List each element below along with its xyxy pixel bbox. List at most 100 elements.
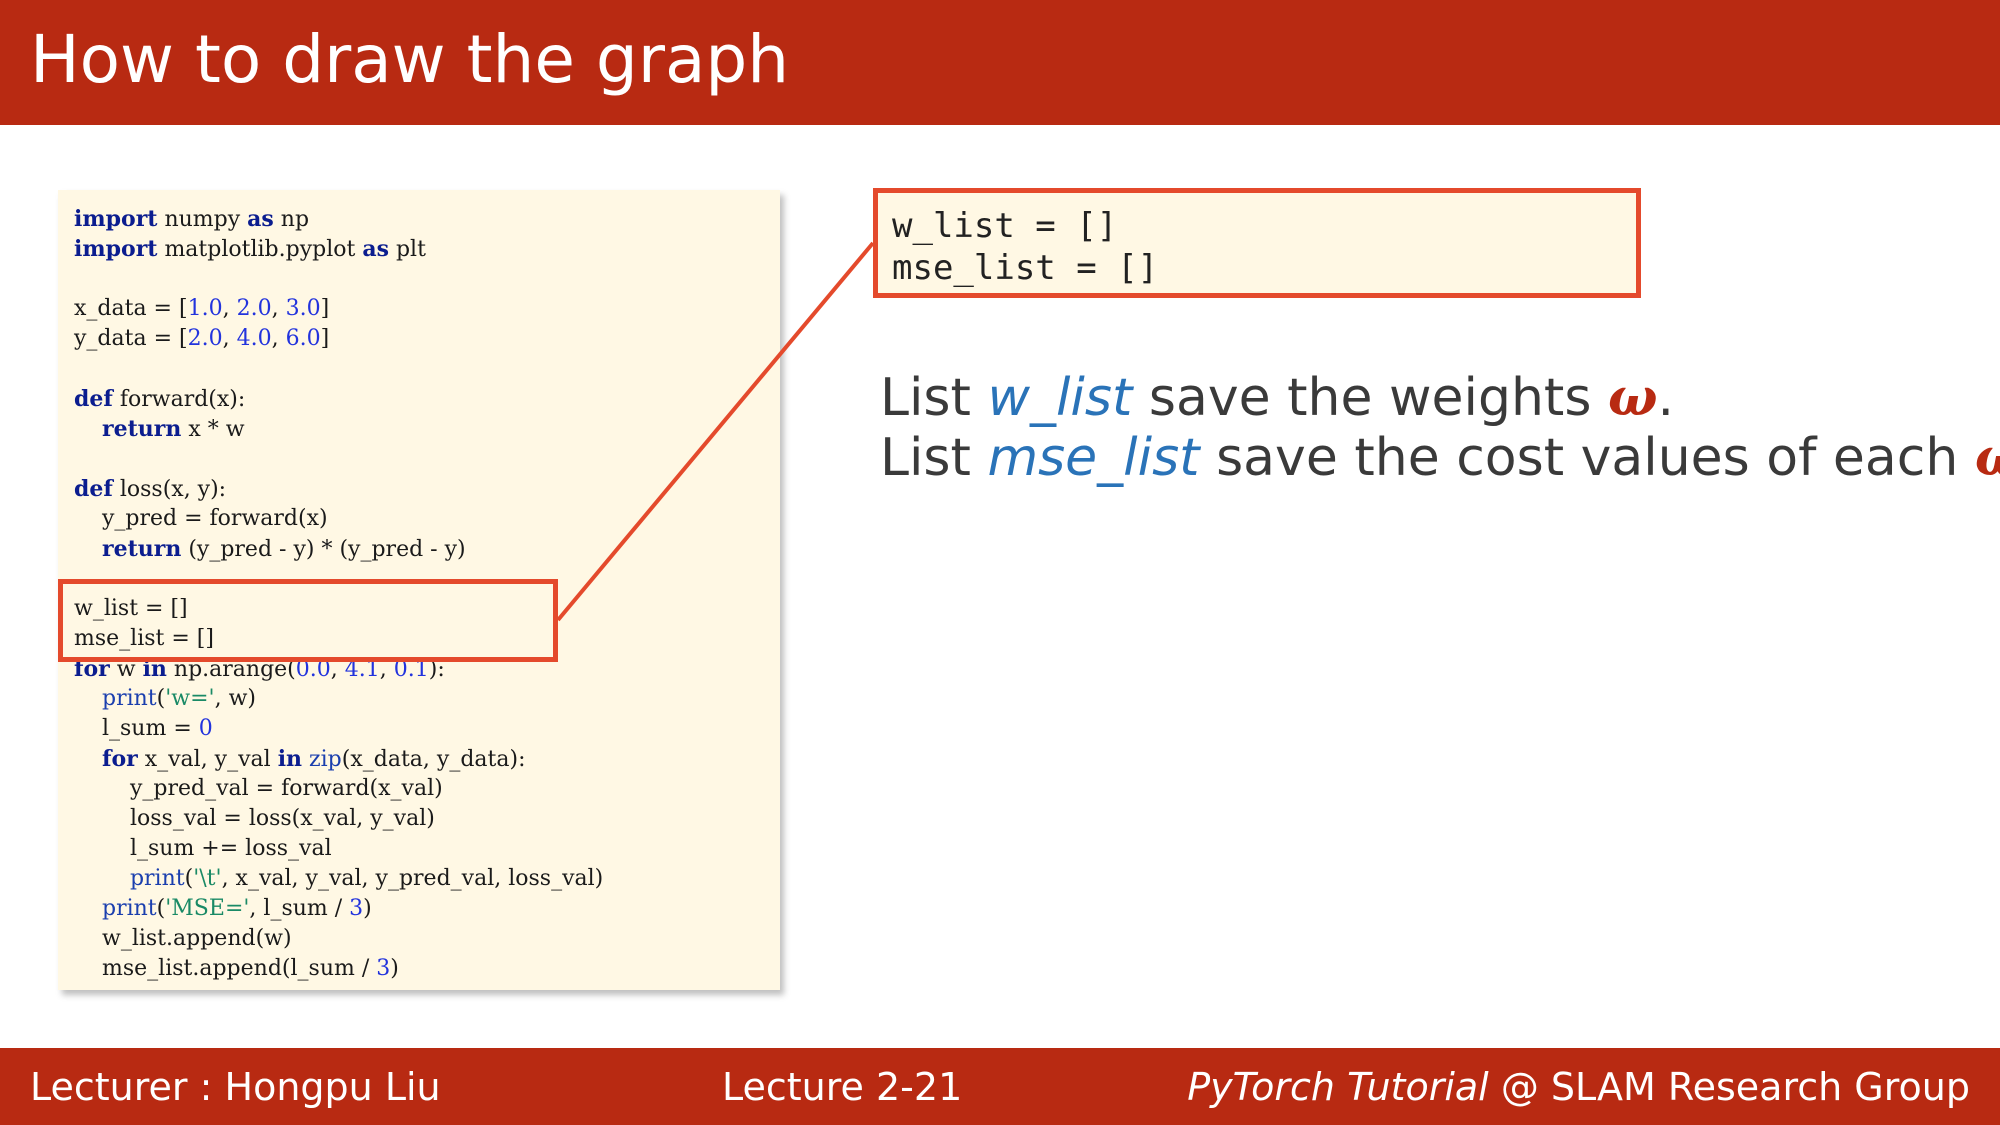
code-keyword: def [74,386,113,412]
code-line: loss_val = loss(x_val, y_val) [74,804,435,834]
code-line: print('w=', w) [74,684,256,714]
code-line: import numpy as np [74,204,309,235]
code-number: 6.0 [285,326,321,351]
code-text: , l_sum / [249,896,350,921]
code-text: mse_list.append(l_sum / [101,956,377,981]
code-keyword: return [101,536,182,562]
code-text: w [109,657,143,682]
lecture-number: Lecture 2-21 [722,1065,963,1109]
zoomed-code-box: w_list = [] mse_list = [] [873,188,1641,298]
code-builtin: print [101,686,157,711]
code-number: 2.0 [187,326,223,351]
code-number: 3 [376,956,391,981]
desc-text: List [880,428,988,488]
code-text: (x_data, y_data): [341,747,526,772]
code-line: print('MSE=', l_sum / 3) [74,894,372,924]
code-builtin: print [101,896,157,921]
code-line: l_sum = 0 [74,714,213,744]
desc-text: save the weights [1132,368,1608,428]
code-text: ( [156,686,166,711]
code-number: 2.0 [236,296,272,321]
code-line: mse_list = [] [74,624,214,654]
slide-title: How to draw the graph [30,21,790,98]
code-text: ( [156,896,166,921]
zoomed-code-line: w_list = [] [892,206,1118,246]
code-text: w_list = [] [74,596,188,621]
code-line: return x * w [74,414,245,445]
code-text: ) [390,956,399,981]
course-group: @ SLAM Research Group [1488,1065,1970,1109]
code-string: 'MSE=' [165,896,250,921]
code-number: 1.0 [187,296,223,321]
code-text: ) [363,896,372,921]
code-text: matplotlib.pyplot [157,237,363,262]
code-keyword: as [247,206,274,232]
code-number: 4.0 [236,326,272,351]
code-keyword: in [277,746,303,772]
code-line: w_list = [] [74,594,188,624]
code-text: ] [320,296,330,321]
code-text: , x_val, y_val, y_pred_val, loss_val) [221,866,604,891]
code-text: x_val, y_val [137,747,278,772]
slide-footer: Lecturer : Hongpu Liu Lecture 2-21 PyTor… [0,1048,2000,1125]
code-keyword: import [74,206,158,232]
code-text: y_pred_val = forward(x_val) [129,776,443,801]
code-text: w_list.append(w) [101,926,292,951]
course-label: PyTorch Tutorial @ SLAM Research Group [1187,1065,1970,1109]
code-line: y_data = [2.0, 4.0, 6.0] [74,326,330,351]
code-text: numpy [157,207,248,232]
lecturer-label: Lecturer : Hongpu Liu [30,1065,441,1109]
code-text: (y_pred - y) * (y_pred - y) [181,537,466,562]
code-keyword: def [74,476,113,502]
code-string: '\t' [193,866,222,891]
course-name: PyTorch Tutorial [1187,1065,1489,1109]
code-text: l_sum = [101,716,199,741]
code-line: import matplotlib.pyplot as plt [74,234,426,265]
zoomed-code-line: mse_list = [] [892,248,1159,288]
code-number: 3 [349,896,364,921]
code-line: y_pred = forward(x) [74,504,328,534]
code-line: y_pred_val = forward(x_val) [74,774,443,804]
code-text: loss_val = loss(x_val, y_val) [129,806,435,831]
code-text: x * w [181,417,245,442]
code-string: 'w=' [165,686,215,711]
description-line-2: List mse_list save the cost values of ea… [880,427,2000,489]
code-text: ( [184,866,194,891]
code-line: def loss(x, y): [74,474,226,505]
omega-symbol: ω [1975,427,2000,488]
code-line: def forward(x): [74,384,245,415]
code-line: mse_list.append(l_sum / 3) [74,954,399,984]
desc-text: . [1657,368,1674,428]
description-line-1: List w_list save the weights ω. [880,367,1674,429]
code-keyword: for [101,746,138,772]
desc-variable: w_list [987,368,1133,428]
code-text: , w) [214,686,257,711]
code-text: plt [388,237,426,262]
code-keyword: as [362,236,389,262]
code-builtin: print [129,866,185,891]
code-text: forward(x): [112,387,246,412]
code-text: ] [320,326,330,351]
code-line: print('\t', x_val, y_val, y_pred_val, lo… [74,864,603,894]
code-text: l_sum += loss_val [129,836,332,861]
omega-symbol: ω [1607,367,1658,428]
code-keyword: return [101,416,182,442]
code-line: x_data = [1.0, 2.0, 3.0] [74,296,330,321]
desc-variable: mse_list [987,428,1200,488]
code-number: 3.0 [285,296,321,321]
slide-header: How to draw the graph [0,0,2000,125]
code-line: w_list.append(w) [74,924,292,954]
code-line: l_sum += loss_val [74,834,332,864]
code-highlight-box [58,579,558,662]
code-text: ): [428,657,445,682]
code-text: loss(x, y): [112,477,227,502]
code-text: y_data = [ [74,326,188,351]
code-text: y_pred = forward(x) [101,506,328,531]
code-text: np [273,207,310,232]
code-text: mse_list = [] [74,626,214,651]
code-keyword: import [74,236,158,262]
code-text: x_data = [ [74,296,188,321]
code-line: return (y_pred - y) * (y_pred - y) [74,534,466,565]
code-line: for x_val, y_val in zip(x_data, y_data): [74,744,526,775]
